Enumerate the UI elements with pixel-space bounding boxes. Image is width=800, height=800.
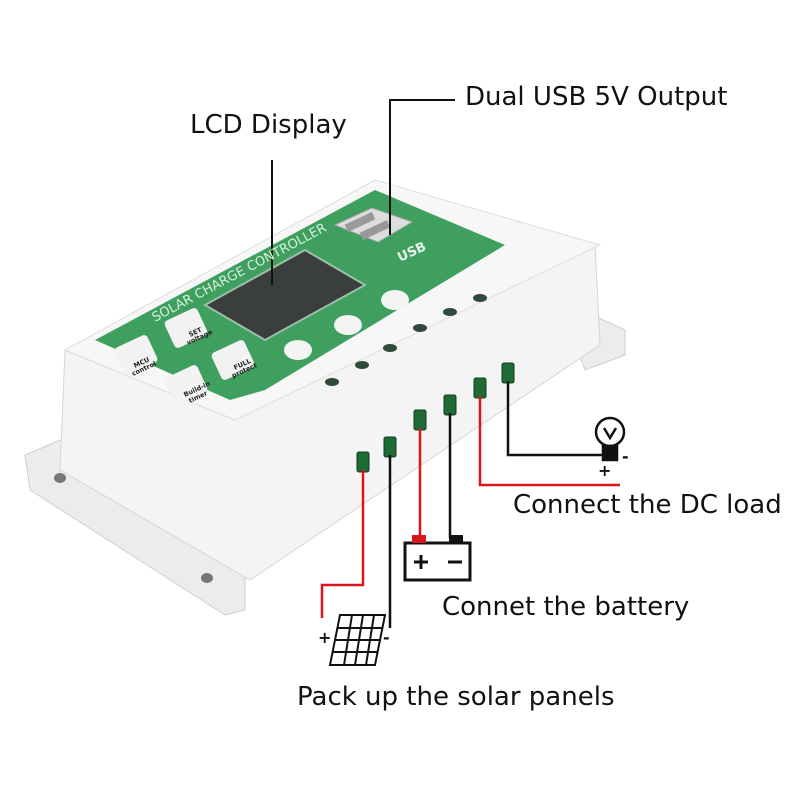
load-negative-wire <box>506 381 602 457</box>
mount-hole <box>54 473 66 483</box>
dc-load-label: Connect the DC load <box>513 490 782 520</box>
battery-label: Connet the battery <box>442 592 690 622</box>
usb-port <box>344 212 376 232</box>
solar-minus-sign: - <box>383 628 390 647</box>
terminal-slots <box>356 362 515 473</box>
mount-hole <box>201 573 213 583</box>
usb-port <box>359 220 391 240</box>
solar-positive-wire <box>320 470 365 618</box>
light-bulb-icon <box>594 416 626 462</box>
up-button[interactable] <box>334 315 362 335</box>
leader-lines <box>271 99 455 285</box>
usb-output-label: Dual USB 5V Output <box>465 82 728 112</box>
solar-panels-label: Pack up the solar panels <box>297 682 615 712</box>
feature-badges <box>114 308 255 405</box>
battery-icon <box>403 535 472 582</box>
lcd-display-label: LCD Display <box>190 110 347 140</box>
load-minus-sign: - <box>622 447 629 466</box>
menu-button[interactable] <box>284 340 312 360</box>
load-positive-wire <box>478 396 620 487</box>
down-button[interactable] <box>381 290 409 310</box>
solar-plus-sign: + <box>318 628 331 647</box>
left-mounting-flange <box>24 439 246 616</box>
load-plus-sign: + <box>598 461 611 480</box>
solar-panel-icon <box>328 614 387 666</box>
screw-holes <box>325 294 487 386</box>
